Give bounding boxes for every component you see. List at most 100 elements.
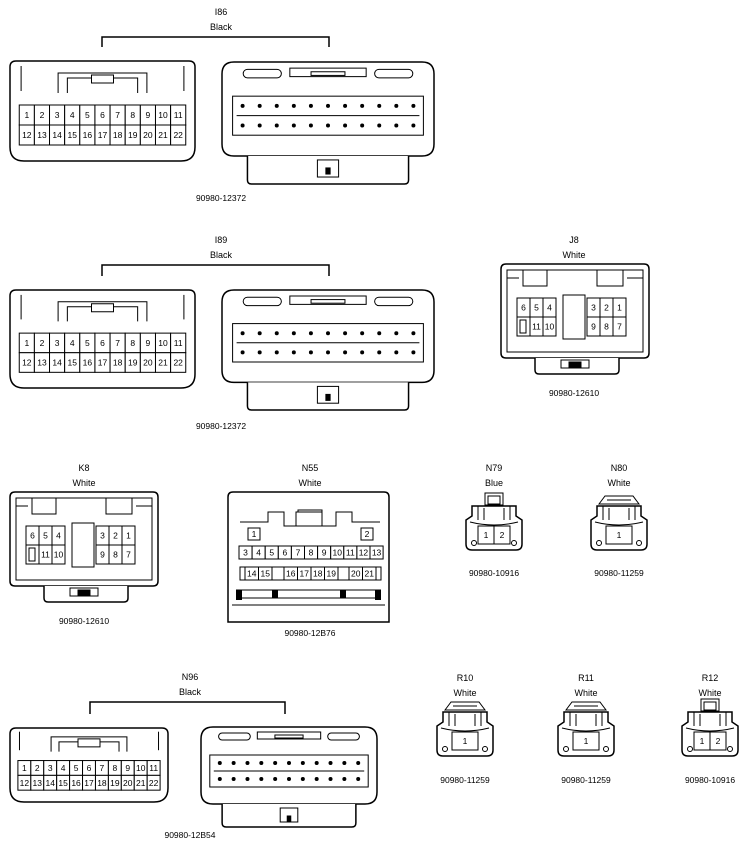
latch-outline (57, 301, 148, 322)
pin-number: 4 (256, 548, 261, 558)
part-number: 90980-10916 (469, 568, 519, 578)
key-slot (242, 68, 282, 79)
pin-number: 22 (173, 358, 183, 368)
pin-dot (257, 103, 262, 108)
pin-dot (356, 777, 361, 781)
pin-number: 6 (30, 531, 35, 541)
pin-number: 13 (33, 778, 43, 788)
pin-number: 12 (20, 778, 30, 788)
outline-rect (91, 303, 114, 313)
pin-number: 7 (296, 548, 301, 558)
pin-dot (274, 350, 279, 355)
pin-dot (287, 761, 291, 765)
pin-dot (328, 761, 333, 765)
connector-id: I89 (215, 235, 228, 245)
part-number: 90980-11259 (440, 775, 490, 785)
outline-rect (369, 545, 384, 560)
pin-dot (273, 777, 278, 781)
housing-curve (440, 727, 490, 732)
pin-dot (291, 123, 296, 128)
lock-hole (727, 746, 733, 752)
pin-number: 10 (545, 322, 555, 332)
pin-dot (360, 350, 365, 355)
pin-number: 13 (37, 358, 47, 368)
pin-number: 7 (617, 322, 622, 332)
lock-hole (636, 540, 642, 546)
male-connector-n96 (200, 726, 378, 828)
pin-number: 6 (87, 763, 92, 773)
pin-dot (274, 331, 279, 336)
pin-number: 18 (113, 130, 123, 140)
connector-color: White (72, 478, 95, 488)
outline-rect (51, 544, 66, 565)
bracket (101, 264, 330, 276)
lock-hole (563, 746, 569, 752)
pin-number: 15 (58, 778, 68, 788)
pin-dot (326, 123, 330, 128)
pin-number: 9 (100, 550, 105, 560)
pin-number: 8 (130, 338, 135, 348)
pin-number: 9 (322, 548, 327, 558)
pin-number: 14 (247, 569, 257, 579)
pin-number: 1 (617, 303, 622, 313)
pin-number: 5 (85, 110, 90, 120)
latch-outline (57, 72, 148, 93)
outline-rect (542, 316, 557, 337)
pin-dot (240, 123, 245, 128)
outline-rect (612, 316, 627, 337)
outline-rect (310, 299, 346, 304)
part-number: 90980-12610 (59, 616, 109, 626)
pin-number: 15 (67, 358, 77, 368)
pin-dot (217, 761, 222, 765)
outline-rect (286, 815, 292, 822)
outline-rect (572, 731, 600, 751)
outline-rect (596, 269, 624, 287)
pin-number: 9 (591, 322, 596, 332)
pin-number: 9 (146, 338, 151, 348)
connector-id: R10 (457, 673, 474, 683)
part-number: 90980-10916 (685, 775, 735, 785)
outline-rect (375, 566, 382, 581)
outline-rect (568, 361, 582, 368)
pin-dot (257, 331, 262, 336)
pin-number: 6 (100, 110, 105, 120)
pin-number: 3 (55, 110, 60, 120)
lock-hole (687, 746, 693, 752)
pin-dot (308, 331, 313, 336)
pin-number: 7 (100, 763, 105, 773)
latch-outline (50, 736, 128, 752)
pin-dot (377, 350, 382, 355)
pin-dot (231, 761, 236, 765)
pin-dot (245, 761, 250, 765)
pin-number: 16 (83, 358, 93, 368)
pin-dot (394, 123, 399, 128)
pin-number: 1 (617, 530, 622, 540)
outline-rect (146, 774, 161, 791)
pin-dot (360, 103, 365, 108)
pin-number: 20 (351, 569, 361, 579)
connector-id: R11 (578, 673, 594, 683)
pin-dot (342, 761, 347, 765)
pin-dot (240, 350, 245, 355)
pin-dot (343, 123, 348, 128)
pin-dot (394, 331, 399, 336)
outline-rect (274, 734, 304, 739)
pin-dot (273, 761, 278, 765)
pin-dot (291, 331, 296, 336)
pin-number: 10 (136, 763, 146, 773)
pin-number: 4 (70, 338, 75, 348)
outline-rect (337, 566, 350, 581)
outline-rect (451, 731, 479, 751)
connector-id: K8 (78, 463, 89, 473)
connector-color: Blue (485, 478, 503, 488)
pin-number: 22 (149, 778, 159, 788)
outline-rect (605, 525, 633, 545)
outline-rect (703, 701, 717, 711)
connector-id: I86 (215, 7, 228, 17)
connector-color: White (298, 478, 321, 488)
pin-dot (411, 331, 416, 336)
